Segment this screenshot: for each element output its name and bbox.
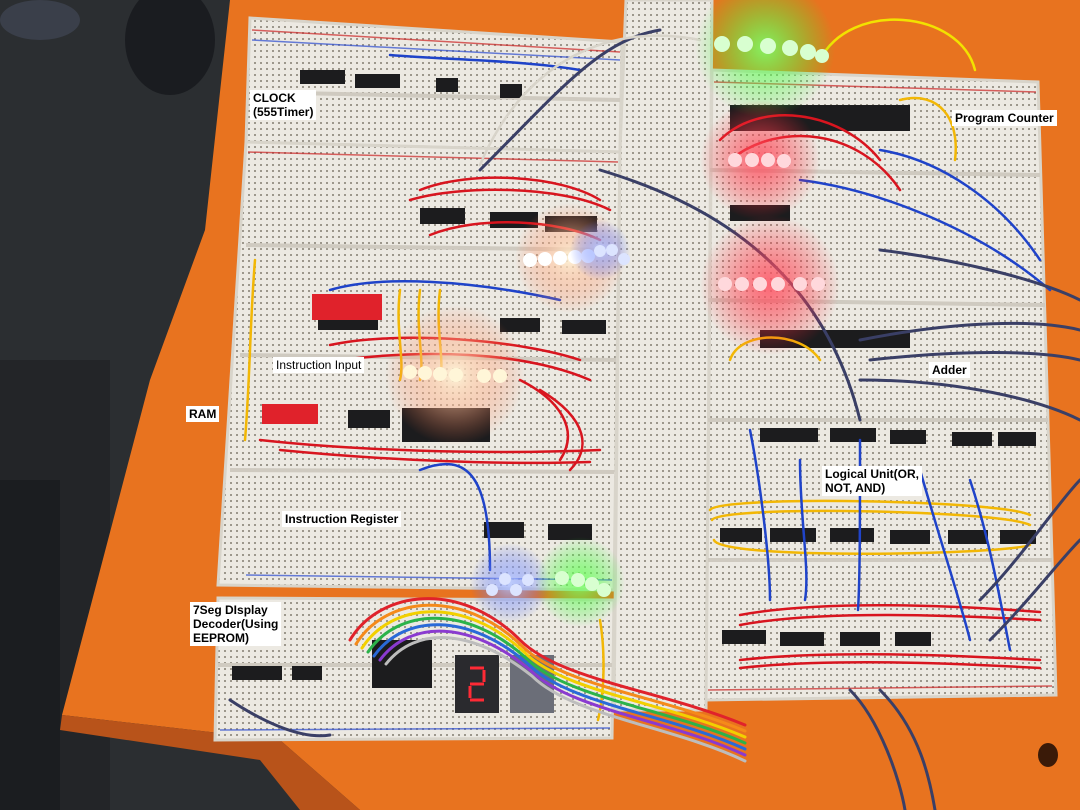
leds-red-adder	[700, 215, 840, 355]
label-ram: RAM	[186, 406, 220, 422]
leds-red-pc	[700, 100, 820, 220]
dip-switches	[262, 294, 382, 424]
label-instruction-input: Instruction Input	[273, 357, 365, 373]
label-adder: Adder	[929, 362, 970, 378]
label-instruction-register: Instruction Register	[282, 511, 402, 527]
seven-segment-display	[455, 655, 554, 713]
leds	[385, 0, 840, 627]
label-clock: CLOCK (555Timer)	[250, 90, 317, 120]
leds-white-bus	[515, 203, 630, 313]
leds-green-top	[695, 0, 835, 118]
label-7seg-decoder: 7Seg DIsplay Decoder(Using EEPROM)	[190, 602, 282, 646]
label-program-counter: Program Counter	[952, 110, 1057, 126]
leds-register	[470, 537, 625, 627]
jumper-wires	[228, 18, 1080, 810]
leds-instruction	[385, 305, 525, 445]
label-logical-unit: Logical Unit(OR, NOT, AND)	[822, 466, 922, 496]
